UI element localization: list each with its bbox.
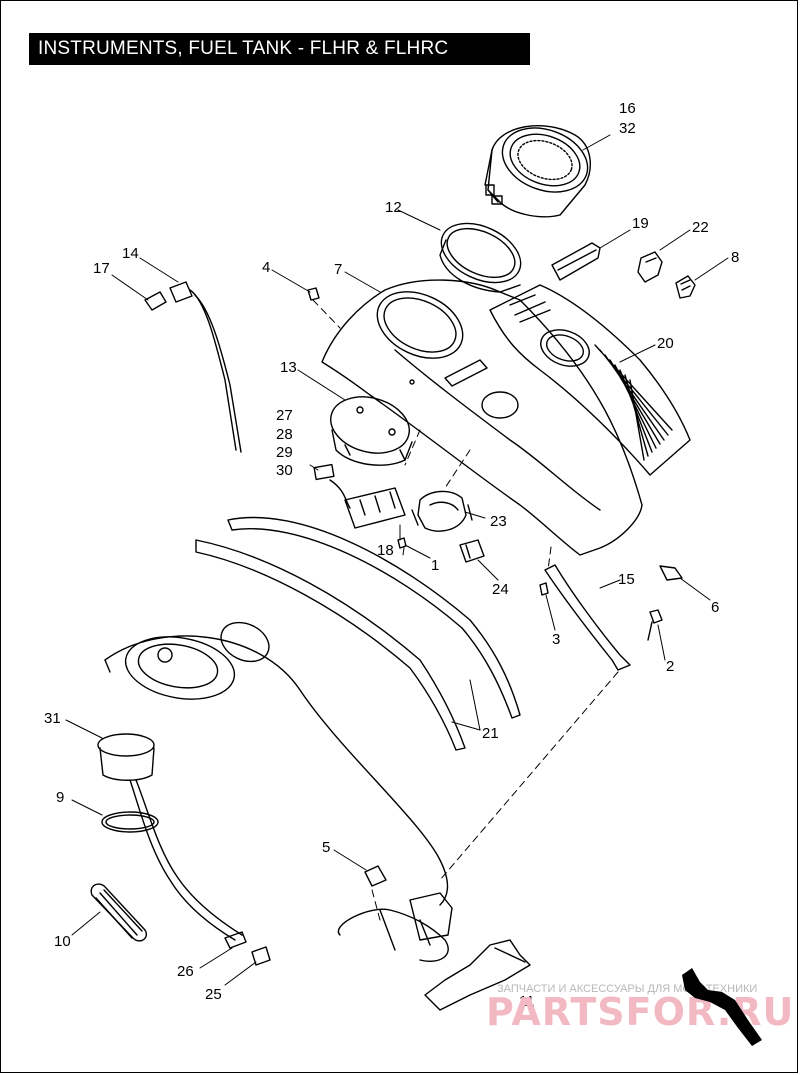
callout-14: 14 <box>122 245 139 262</box>
assembly-dashes <box>312 299 619 921</box>
callout-12: 12 <box>385 199 402 216</box>
part-bracket-15 <box>544 564 631 671</box>
part-screw-1 <box>397 537 407 549</box>
part-sleeve <box>90 883 147 942</box>
part-bracket-19 <box>551 242 601 281</box>
part-switch-body <box>411 490 473 532</box>
part-connector-25 <box>251 946 271 966</box>
callout-18: 18 <box>377 542 394 559</box>
callout-31: 31 <box>44 710 61 727</box>
callout-21: 21 <box>482 725 499 742</box>
part-gasket-strips <box>195 516 521 751</box>
callout-26: 26 <box>177 963 194 980</box>
part-clip-24 <box>459 539 485 563</box>
part-fuel-tank <box>104 621 449 962</box>
callout-29: 29 <box>276 444 293 461</box>
leader-lines <box>65 134 729 986</box>
callout-6: 6 <box>711 599 719 616</box>
callout-8: 8 <box>731 249 739 266</box>
callout-32: 32 <box>619 120 636 137</box>
callout-22: 22 <box>692 219 709 236</box>
callout-13: 13 <box>280 359 297 376</box>
callout-4: 4 <box>262 259 270 276</box>
part-mount-ring <box>330 396 413 466</box>
callout-10: 10 <box>54 933 71 950</box>
part-bolt-2 <box>647 609 663 641</box>
callout-24: 24 <box>492 581 509 598</box>
callout-5: 5 <box>322 839 330 856</box>
callout-11: 11 <box>519 993 535 1010</box>
part-trim-panel <box>489 284 691 476</box>
callout-28: 28 <box>276 426 293 443</box>
callout-23: 23 <box>490 513 507 530</box>
callout-9: 9 <box>56 789 64 806</box>
callout-20: 20 <box>657 335 674 352</box>
part-console <box>321 279 643 556</box>
callout-30: 30 <box>276 462 293 479</box>
callout-19: 19 <box>632 215 649 232</box>
part-fuel-sender <box>97 733 243 941</box>
part-switch-8 <box>675 275 696 299</box>
part-screw-4 <box>307 287 320 301</box>
part-connector <box>313 463 406 529</box>
part-switch-22 <box>637 251 663 283</box>
part-screw-3 <box>539 582 549 596</box>
part-bezel-ring <box>439 222 522 293</box>
callout-7: 7 <box>334 261 342 278</box>
part-speedometer <box>484 124 591 218</box>
callout-1: 1 <box>431 557 439 574</box>
part-sensor-wire <box>144 281 242 453</box>
diagram-title: INSTRUMENTS, FUEL TANK - FLHR & FLHRC <box>29 33 530 65</box>
callout-labels: 16 32 12 19 22 8 14 17 4 7 20 13 27 28 2… <box>44 100 739 1010</box>
callout-17: 17 <box>93 260 110 277</box>
callout-3: 3 <box>552 631 560 648</box>
part-o-ring <box>101 811 159 833</box>
callout-2: 2 <box>666 658 674 675</box>
part-bracket-11 <box>409 892 531 1011</box>
callout-27: 27 <box>276 407 293 424</box>
callout-25: 25 <box>205 986 222 1003</box>
callout-15: 15 <box>618 571 635 588</box>
part-clip-6 <box>659 565 683 581</box>
part-clip-5 <box>364 865 387 887</box>
callout-16: 16 <box>619 100 636 117</box>
watermark: ЗАПЧАСТИ И АКСЕССУАРЫ ДЛЯ МОТОТЕХНИКИ PA… <box>486 968 793 1046</box>
part-connector-26 <box>224 931 247 949</box>
motorcycle-logo-icon <box>682 968 762 1046</box>
